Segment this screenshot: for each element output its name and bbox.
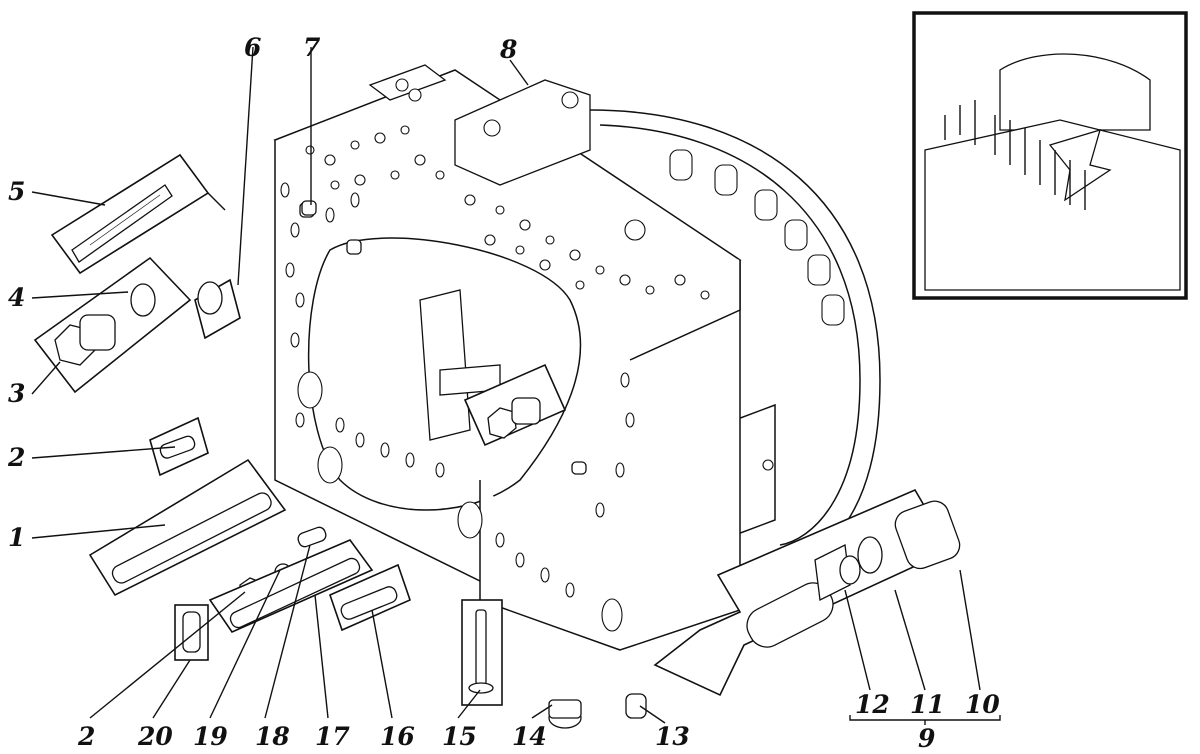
callout-4: 4 [8, 283, 25, 312]
callout-2-upper: 2 [7, 443, 25, 472]
inset-engine-view [912, 11, 1188, 300]
part-1-long-stud [88, 458, 287, 597]
callout-12: 12 [855, 690, 890, 719]
flange-holes [280, 182, 635, 598]
part-18-dowel [297, 526, 327, 548]
callout-2-lower: 2 [77, 722, 95, 751]
callout-19: 19 [193, 722, 228, 751]
part-5-stud [50, 153, 226, 275]
top-plate-holes [305, 125, 710, 300]
callout-9: 9 [918, 724, 935, 753]
callout-11: 11 [910, 690, 945, 719]
callout-17: 17 [315, 722, 350, 751]
group-9-assembly [653, 488, 961, 697]
callout-labels: 5 4 3 2 1 6 7 8 2 20 19 18 17 16 15 14 1… [7, 33, 1000, 753]
part-2-short-stud [149, 416, 209, 477]
leader-lines [31, 46, 1001, 725]
callout-3: 3 [8, 379, 25, 408]
callout-13: 13 [655, 722, 690, 751]
part-17-stud [208, 539, 374, 634]
callout-18: 18 [255, 722, 290, 751]
part-13-plug [625, 693, 647, 719]
callout-20: 20 [137, 722, 173, 751]
part-3-4-fitting [33, 256, 192, 394]
callout-8: 8 [499, 35, 517, 64]
part-7-plug [301, 200, 317, 216]
callout-1: 1 [8, 523, 25, 552]
callout-15: 15 [442, 722, 477, 751]
callout-5: 5 [8, 177, 25, 206]
part-6-insert [194, 278, 241, 340]
inset-studs [944, 100, 1086, 210]
callout-10: 10 [965, 690, 1000, 719]
part-16-stud [329, 563, 411, 632]
callout-16: 16 [380, 722, 415, 751]
part-14-plug [548, 699, 582, 729]
part-15-bolt [461, 599, 503, 706]
bell-ribs [669, 149, 845, 326]
part-20-stud [174, 604, 209, 661]
housing-body [273, 64, 881, 651]
callout-14: 14 [512, 722, 547, 751]
callout-7: 7 [303, 33, 321, 62]
callout-6: 6 [244, 33, 261, 62]
